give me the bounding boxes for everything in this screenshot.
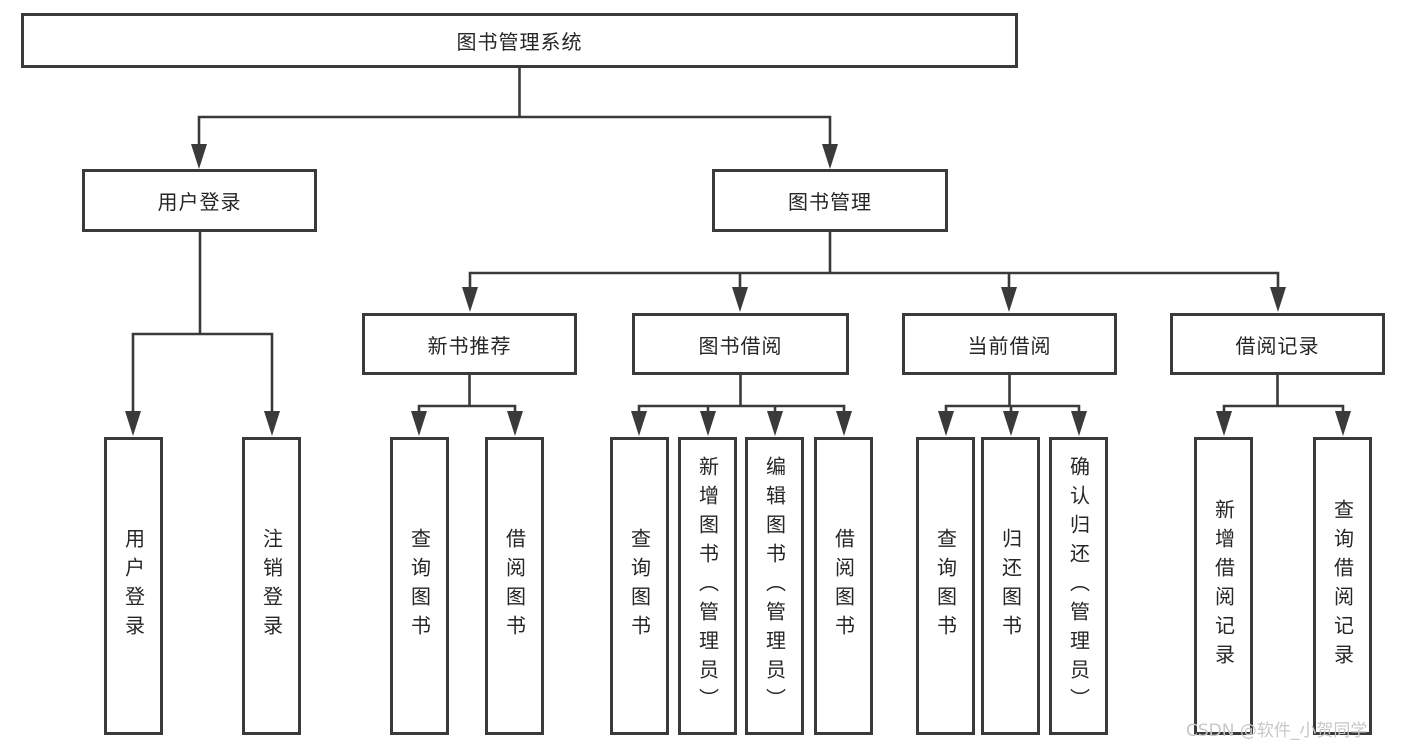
leaf-label: 编辑图书（管理员） — [762, 455, 787, 717]
leaf-label: 用户登录 — [121, 528, 146, 644]
node-user-login-group: 用户登录 — [82, 169, 317, 232]
leaf-label: 注销登录 — [259, 528, 284, 644]
node-current-borrowing: 当前借阅 — [902, 313, 1117, 375]
node-new-book-recommend: 新书推荐 — [362, 313, 577, 375]
leaf-add-borrow-record: 新增借阅记录 — [1194, 437, 1253, 735]
leaf-logout: 注销登录 — [242, 437, 301, 735]
leaf-label: 确认归还（管理员） — [1066, 455, 1091, 717]
leaf-label: 查询借阅记录 — [1330, 499, 1355, 673]
csdn-watermark: CSDN @软件_小贺同学 — [1186, 721, 1368, 741]
leaf-label: 借阅图书 — [502, 528, 527, 644]
node-book-borrowing: 图书借阅 — [632, 313, 849, 375]
node-borrowing-records: 借阅记录 — [1170, 313, 1385, 375]
leaf-return-books: 归还图书 — [981, 437, 1040, 735]
leaf-recommend-borrow-books: 借阅图书 — [485, 437, 544, 735]
leaf-query-borrow-record: 查询借阅记录 — [1313, 437, 1372, 735]
leaf-confirm-return-admin: 确认归还（管理员） — [1049, 437, 1108, 735]
leaf-current-query-books: 查询图书 — [916, 437, 975, 735]
leaf-borrowing-query-books: 查询图书 — [610, 437, 669, 735]
leaf-label: 借阅图书 — [831, 528, 856, 644]
leaf-user-login: 用户登录 — [104, 437, 163, 735]
leaf-label: 新增借阅记录 — [1211, 499, 1236, 673]
leaf-label: 归还图书 — [998, 528, 1023, 644]
leaf-label: 查询图书 — [933, 528, 958, 644]
leaf-label: 新增图书（管理员） — [695, 455, 720, 717]
leaf-label: 查询图书 — [407, 528, 432, 644]
node-root-system: 图书管理系统 — [21, 13, 1018, 68]
leaf-label: 查询图书 — [627, 528, 652, 644]
node-book-management: 图书管理 — [712, 169, 948, 232]
leaf-borrowing-borrow-books: 借阅图书 — [814, 437, 873, 735]
leaf-recommend-query-books: 查询图书 — [390, 437, 449, 735]
leaf-add-books-admin: 新增图书（管理员） — [678, 437, 737, 735]
leaf-edit-books-admin: 编辑图书（管理员） — [745, 437, 804, 735]
